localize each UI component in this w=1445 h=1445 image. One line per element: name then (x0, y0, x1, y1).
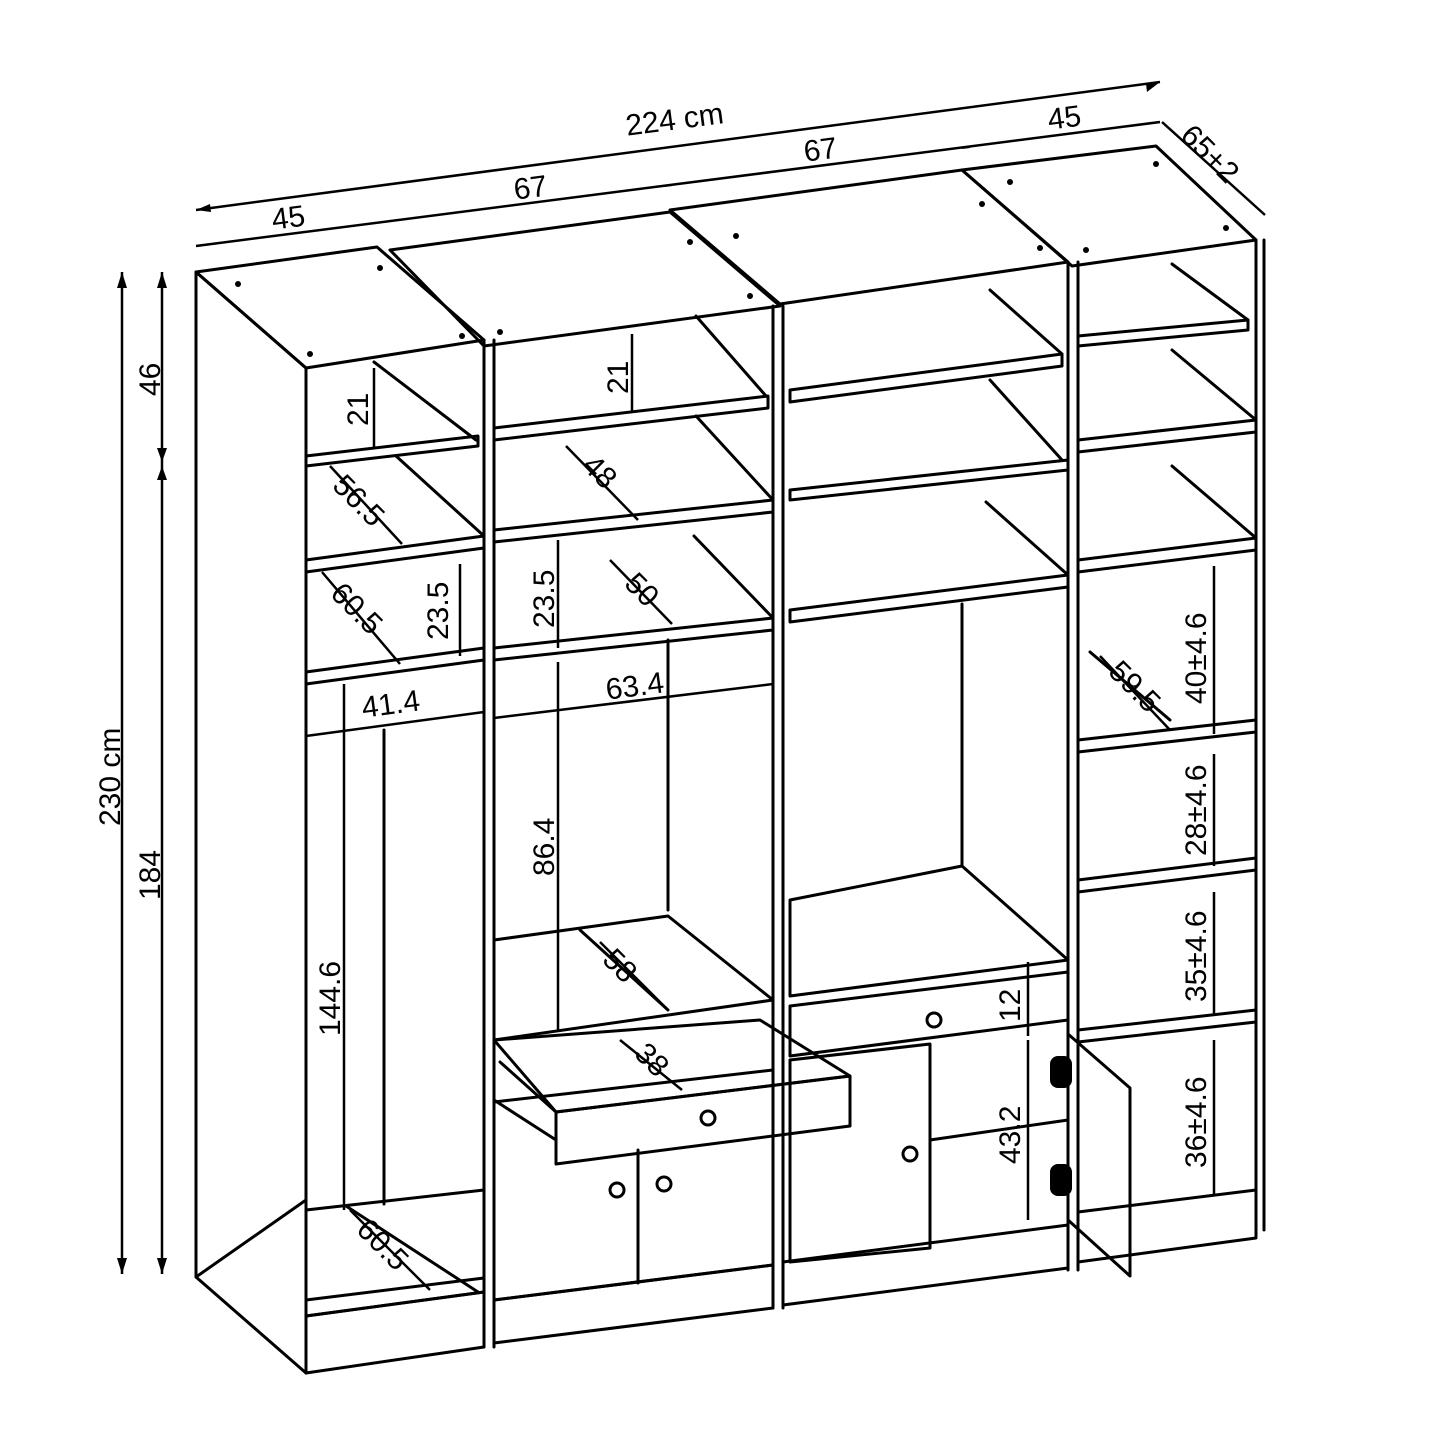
top-width-4: 45 (1045, 99, 1084, 137)
s4-shelf-height-1: 40±4.6 (1180, 612, 1213, 704)
depth-dimension (1161, 121, 1266, 216)
s2-shelf-height-mid: 23.5 (528, 569, 561, 628)
top-width-3: 67 (801, 131, 840, 169)
s4-shelf-height-2: 28±4.6 (1180, 764, 1213, 856)
top-width-1: 45 (269, 199, 308, 237)
segment-width-dimensions (195, 120, 1161, 248)
s2-hanging-width: 63.4 (603, 666, 666, 707)
s2-shelf-height-top: 21 (602, 360, 635, 394)
upper-height-label: 46 (134, 362, 167, 396)
shelf-pin-holes (235, 161, 1229, 357)
lower-height-label: 184 (134, 849, 167, 900)
inner-dimensions (305, 334, 1216, 1291)
s4-shelf-height-4: 36±4.6 (1180, 1076, 1213, 1168)
s3-door-compartment-height: 43.2 (994, 1105, 1027, 1164)
cabinet-frame (194, 144, 1266, 1375)
s4-shelf-height-3: 35±4.6 (1180, 910, 1213, 1002)
s1-hanging-height: 144.6 (314, 960, 347, 1036)
overall-height-label: 230 cm (94, 727, 127, 826)
hinges (1050, 1056, 1072, 1196)
s1-hanging-width: 41.4 (359, 684, 422, 725)
overall-width-dimension (195, 80, 1161, 212)
handles (608, 1011, 943, 1199)
s2-hanging-height: 86.4 (528, 817, 561, 876)
s1-shelf-height-top: 21 (342, 392, 375, 426)
height-dimensions (117, 272, 167, 1274)
s3-drawer-height: 12 (994, 988, 1027, 1022)
s1-shelf-height-mid: 23.5 (422, 581, 455, 640)
top-width-2: 67 (511, 169, 550, 207)
